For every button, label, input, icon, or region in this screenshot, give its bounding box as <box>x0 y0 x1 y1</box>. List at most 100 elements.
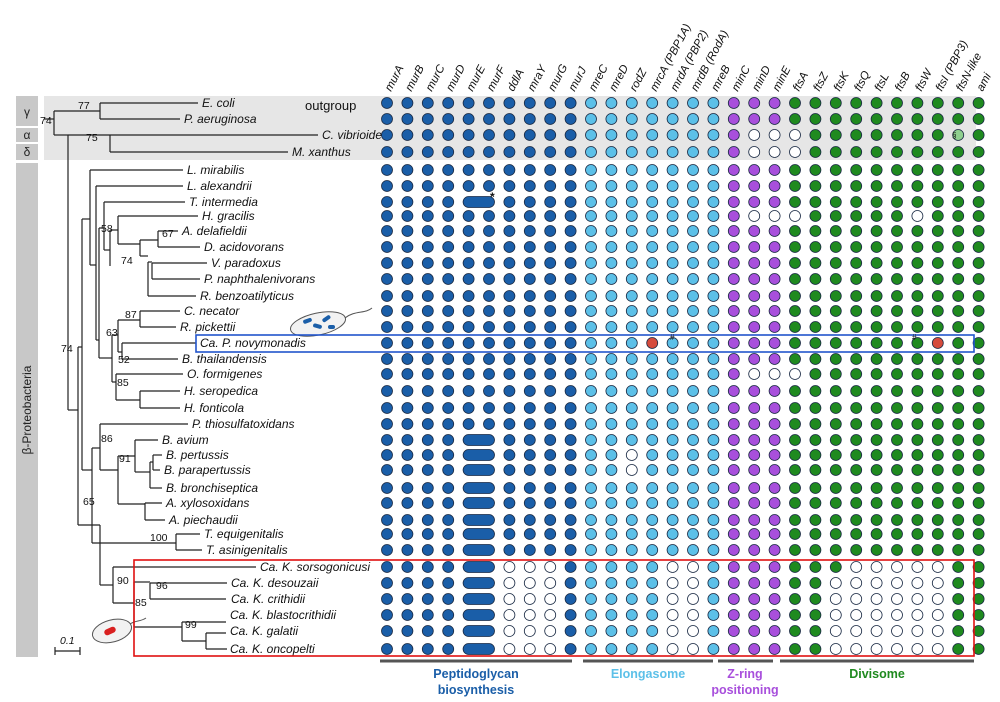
gene-presence-dot <box>585 609 597 621</box>
gene-presence-dot <box>421 577 434 589</box>
gene-presence-dot <box>952 353 965 365</box>
gene-presence-dot <box>972 225 985 237</box>
gene-presence-dot <box>421 625 434 637</box>
gene-presence-dot <box>727 593 740 605</box>
gene-presence-dot <box>972 97 985 109</box>
gene-presence-dot <box>687 305 699 317</box>
gene-presence-dot <box>666 97 679 109</box>
gene-presence-dot <box>870 643 883 655</box>
gene-presence-dot <box>442 196 455 208</box>
gene-presence-dot <box>727 625 740 637</box>
gene-presence-dot <box>381 577 393 589</box>
gene-presence-dot <box>748 577 761 589</box>
gene-presence-dot <box>972 544 985 556</box>
gene-presence-dot <box>870 337 883 349</box>
gene-presence-dot <box>585 337 597 349</box>
gene-presence-dot <box>585 418 597 430</box>
gene-presence-dot <box>503 402 516 414</box>
gene-presence-dot <box>768 561 781 573</box>
gene-presence-dot <box>972 482 985 494</box>
gene-presence-dot <box>768 482 781 494</box>
gene-presence-dot <box>870 180 883 192</box>
gene-presence-dot <box>687 129 699 141</box>
gene-presence-dot <box>972 561 985 573</box>
gene-presence-dot <box>523 353 536 365</box>
gene-presence-dot <box>931 290 944 302</box>
gene-presence-dot <box>687 353 699 365</box>
gene-presence-dot <box>564 290 577 302</box>
gene-presence-dot <box>829 561 842 573</box>
gene-presence-dot <box>891 609 903 621</box>
gene-presence-dot <box>381 225 393 237</box>
gene-presence-dot <box>850 146 863 158</box>
gene-presence-dot <box>462 164 475 176</box>
gene-presence-dot <box>768 164 781 176</box>
gene-presence-dot <box>707 402 720 414</box>
gene-presence-dot <box>523 321 536 333</box>
gene-presence-dot <box>483 210 495 222</box>
gene-presence-dot <box>544 609 557 621</box>
elongasome-group-label: Elongasome <box>611 667 685 681</box>
gene-presence-dot <box>727 321 740 333</box>
gene-presence-dot <box>523 497 536 509</box>
peptidoglycan-group-label-2: biosynthesis <box>438 683 514 697</box>
gene-presence-dot <box>381 290 393 302</box>
gene-presence-dot <box>503 353 516 365</box>
gene-presence-dot <box>544 305 557 317</box>
gene-presence-dot <box>442 643 455 655</box>
gene-presence-dot <box>829 210 842 222</box>
gene-presence-dot <box>421 225 434 237</box>
gene-presence-dot <box>972 353 985 365</box>
gene-presence-dot <box>442 97 455 109</box>
gene-presence-dot <box>891 482 903 494</box>
gene-presence-dot <box>850 129 863 141</box>
gene-presence-dot <box>625 225 638 237</box>
gene-presence-dot <box>748 321 761 333</box>
gene-presence-dot <box>544 464 557 476</box>
gene-presence-dot <box>850 593 863 605</box>
gene-fusion-pill <box>462 434 495 446</box>
divisome-group-label: Divisome <box>849 667 905 681</box>
gene-presence-dot <box>809 643 822 655</box>
gene-presence-dot <box>544 146 557 158</box>
gene-presence-dot <box>625 305 638 317</box>
gene-presence-dot <box>748 146 761 158</box>
gene-presence-dot <box>687 449 699 461</box>
gene-presence-dot <box>809 321 822 333</box>
gene-presence-dot <box>503 544 516 556</box>
gene-presence-dot <box>401 514 414 526</box>
gene-presence-dot <box>891 164 903 176</box>
gene-presence-dot <box>544 321 557 333</box>
gene-presence-dot <box>707 180 720 192</box>
gene-presence-dot <box>931 273 944 285</box>
gene-presence-dot <box>442 129 455 141</box>
gene-presence-dot <box>952 625 965 637</box>
gene-presence-dot <box>401 225 414 237</box>
gene-presence-dot <box>952 577 965 589</box>
gene-headers: murAmurBmurCmurDmurEmurFddlAmraYmurGmurJ… <box>383 22 994 93</box>
gene-presence-dot <box>605 164 618 176</box>
gene-presence-dot <box>605 225 618 237</box>
gene-presence-dot <box>605 321 618 333</box>
gene-presence-dot <box>646 368 659 380</box>
gene-presence-dot <box>625 625 638 637</box>
gene-presence-dot <box>891 129 903 141</box>
gene-presence-dot <box>666 625 679 637</box>
bootstrap-value: 63 <box>106 327 118 339</box>
gene-presence-dot <box>952 449 965 461</box>
gene-presence-dot <box>809 482 822 494</box>
gene-presence-dot <box>585 129 597 141</box>
gene-presence-dot <box>666 434 679 446</box>
gene-presence-dot <box>891 528 903 540</box>
gene-presence-dot <box>687 528 699 540</box>
gene-presence-dot <box>646 497 659 509</box>
gene-presence-dot <box>748 113 761 125</box>
gene-presence-dot <box>523 241 536 253</box>
gene-presence-dot <box>666 609 679 621</box>
gene-presence-dot <box>687 497 699 509</box>
gene-presence-dot <box>972 643 985 655</box>
gene-fusion-pill <box>462 593 495 605</box>
beta-bar <box>16 163 38 657</box>
gene-header: ftsL <box>873 71 892 93</box>
gene-presence-dot <box>585 241 597 253</box>
